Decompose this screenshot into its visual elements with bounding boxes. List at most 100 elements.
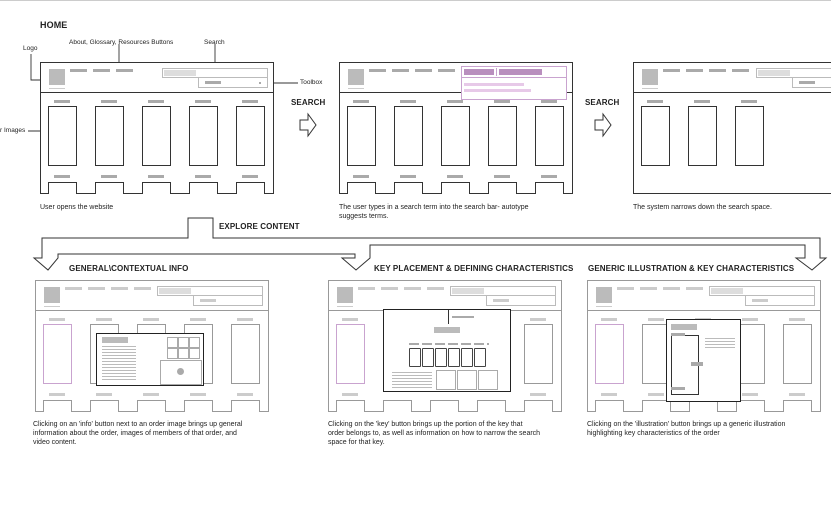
search-caption-line1: The user types in a search term into the… <box>339 204 529 211</box>
panel3-caption-line2: highlighting key characteristics of the … <box>587 430 720 437</box>
order-image-card[interactable] <box>189 182 218 194</box>
card-label-placeholder <box>530 393 546 396</box>
search-caption-line2: suggests terms. <box>339 213 389 220</box>
panel2-caption-line2: order belongs to, as well as information… <box>328 430 541 437</box>
order-image-card[interactable] <box>488 106 517 166</box>
card-label-placeholder <box>237 393 253 396</box>
order-image-card[interactable] <box>783 400 812 412</box>
info-modal[interactable] <box>96 333 204 386</box>
order-image-card[interactable] <box>231 324 260 384</box>
order-image-card[interactable] <box>236 106 265 166</box>
card-label-placeholder <box>541 100 557 103</box>
card-label-placeholder <box>353 175 369 178</box>
order-image-card[interactable] <box>641 106 670 166</box>
order-image-card[interactable] <box>735 106 764 166</box>
autocomplete-dropdown[interactable] <box>461 66 567 100</box>
card-label-placeholder <box>694 100 710 103</box>
order-image-card[interactable] <box>642 400 671 412</box>
card-label-placeholder <box>148 175 164 178</box>
card-label-placeholder <box>353 100 369 103</box>
order-image-card[interactable] <box>595 400 624 412</box>
card-label-placeholder <box>96 393 112 396</box>
order-image-card[interactable] <box>95 106 124 166</box>
order-image-card[interactable] <box>90 400 119 412</box>
search-label-1: SEARCH <box>291 98 326 107</box>
card-label-placeholder <box>54 100 70 103</box>
card-label-placeholder <box>54 175 70 178</box>
arrow-right-icon <box>594 112 612 138</box>
nav-button[interactable] <box>93 69 110 72</box>
key-modal[interactable] <box>383 309 511 392</box>
order-image-card[interactable] <box>430 400 459 412</box>
order-image-card[interactable] <box>524 400 553 412</box>
panel2-caption-line1: Clicking on the 'key' button brings up t… <box>328 421 523 428</box>
logo-placeholder <box>49 69 65 85</box>
illustration-modal[interactable] <box>666 319 741 402</box>
order-image-card[interactable] <box>688 106 717 166</box>
card-label-placeholder <box>242 100 258 103</box>
narrow-caption: The system narrows down the search space… <box>633 204 772 211</box>
order-image-card[interactable] <box>595 324 624 384</box>
card-label-placeholder <box>400 175 416 178</box>
card-label-placeholder <box>49 393 65 396</box>
suggestion[interactable] <box>464 89 531 92</box>
card-label-placeholder <box>148 100 164 103</box>
order-image-card[interactable] <box>336 324 365 384</box>
order-image-card[interactable] <box>783 324 812 384</box>
card-label-placeholder <box>742 393 758 396</box>
annotation-search: Search <box>204 39 225 46</box>
panel1-title: GENERAL\CONTEXTUAL INFO <box>69 264 189 273</box>
suggestion[interactable] <box>464 83 524 86</box>
arrow-right-icon <box>299 112 317 138</box>
top-rule <box>0 0 831 1</box>
nav-button[interactable] <box>70 69 87 72</box>
order-image-card[interactable] <box>347 106 376 166</box>
order-image-card[interactable] <box>48 182 77 194</box>
card-label-placeholder <box>601 318 617 321</box>
order-image-card[interactable] <box>535 106 564 166</box>
order-image-card[interactable] <box>488 182 517 194</box>
order-image-card[interactable] <box>336 400 365 412</box>
card-label-placeholder <box>742 318 758 321</box>
order-image-card[interactable] <box>95 182 124 194</box>
home-wireframe <box>40 62 274 194</box>
order-image-card[interactable] <box>189 106 218 166</box>
order-image-card[interactable] <box>441 182 470 194</box>
order-image-card[interactable] <box>535 182 564 194</box>
order-image-card[interactable] <box>347 182 376 194</box>
order-image-card[interactable] <box>736 400 765 412</box>
order-image-card[interactable] <box>48 106 77 166</box>
nav-button[interactable] <box>116 69 133 72</box>
order-image-card[interactable] <box>231 400 260 412</box>
home-caption: User opens the website <box>40 204 114 211</box>
explore-label: EXPLORE CONTENT <box>219 222 300 231</box>
order-image-card[interactable] <box>383 400 412 412</box>
toolbox-dropdown[interactable] <box>198 77 268 88</box>
card-label-placeholder <box>342 318 358 321</box>
card-label-placeholder <box>242 175 258 178</box>
order-image-card[interactable] <box>137 400 166 412</box>
order-image-card[interactable] <box>477 400 506 412</box>
card-label-placeholder <box>447 100 463 103</box>
video-player[interactable] <box>160 360 202 385</box>
card-label-placeholder <box>195 100 211 103</box>
play-icon[interactable] <box>177 368 184 375</box>
order-image-card[interactable] <box>43 324 72 384</box>
order-image-card[interactable] <box>394 106 423 166</box>
order-image-card[interactable] <box>142 182 171 194</box>
order-image-card[interactable] <box>236 182 265 194</box>
narrowed-wireframe <box>633 62 831 194</box>
order-image-card[interactable] <box>524 324 553 384</box>
card-label-placeholder <box>400 100 416 103</box>
panel1-caption-line3: video content. <box>33 439 77 446</box>
illustration-wireframe <box>587 280 821 412</box>
order-image-card[interactable] <box>43 400 72 412</box>
order-image-card[interactable] <box>184 400 213 412</box>
card-label-placeholder <box>101 100 117 103</box>
order-image-card[interactable] <box>142 106 171 166</box>
annotation-order-images: r Images <box>0 127 26 134</box>
order-image-card[interactable] <box>394 182 423 194</box>
card-label-placeholder <box>494 175 510 178</box>
order-image-card[interactable] <box>441 106 470 166</box>
